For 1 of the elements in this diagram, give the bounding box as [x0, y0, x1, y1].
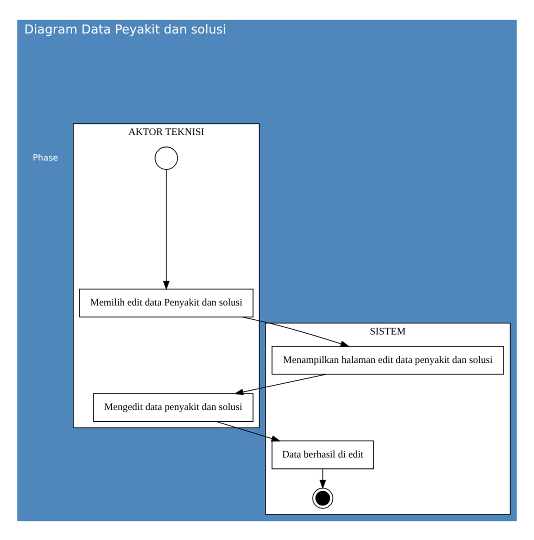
node-text: Phase	[32, 152, 58, 163]
